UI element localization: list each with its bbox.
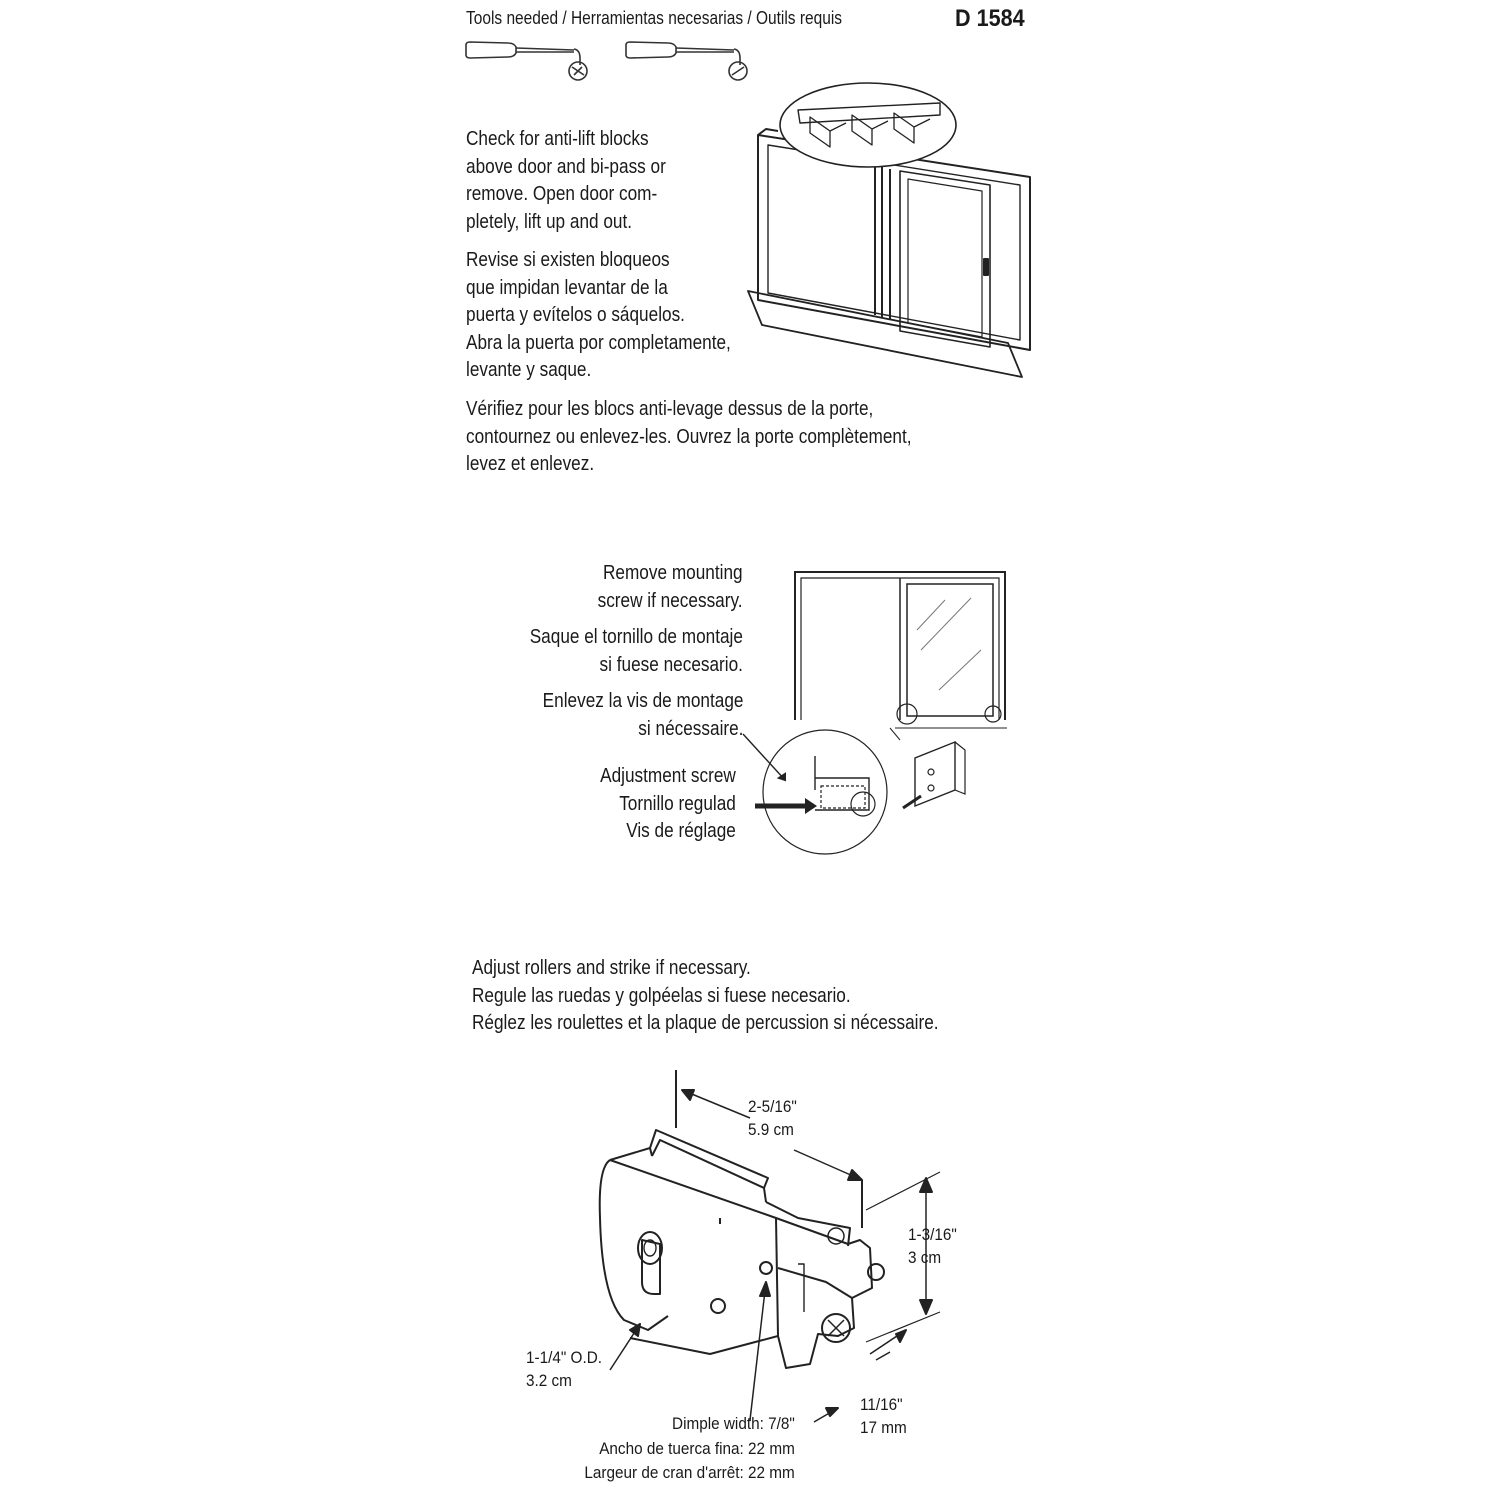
text-line: Largeur de cran d'arrêt: 22 mm <box>584 1463 795 1482</box>
text-line: Remove mounting <box>603 562 743 584</box>
text-line: above door and bi-pass or <box>466 155 666 178</box>
text-line: Réglez les roulettes et la plaque de per… <box>472 1012 939 1034</box>
adjustment-screw-label: Adjustment screw Tornillo regulad Vis de… <box>600 763 736 846</box>
text-line: que impidan levantar de la <box>466 276 668 299</box>
text-line: levante y saque. <box>466 359 592 381</box>
text-line: Adjust rollers and strike if necessary. <box>472 957 751 979</box>
text-line: levez et enlevez. <box>466 453 595 475</box>
text-line: 3 cm <box>908 1248 942 1267</box>
length-dimension-label: 2-5/16" 5.9 cm <box>748 1095 797 1141</box>
text-line: 2-5/16" <box>748 1097 797 1116</box>
text-line: Adjustment screw <box>600 765 736 787</box>
wheel-diameter-label: 1-1/4" O.D. 3.2 cm <box>526 1346 602 1392</box>
text-line: Vérifiez pour les blocs anti-levage dess… <box>466 398 874 420</box>
part-number: D 1584 <box>955 5 1025 32</box>
height-dimension-label: 1-3/16" 3 cm <box>908 1223 957 1269</box>
text-line: Check for anti-lift blocks <box>466 128 649 150</box>
step1-english: Check for anti-lift blocks above door an… <box>466 126 666 236</box>
text-line: Revise si existen bloqueos <box>466 249 670 271</box>
text-line: Vis de réglage <box>626 820 736 842</box>
text-line: Dimple width: 7/8" <box>672 1414 795 1433</box>
width-dimension-label: 11/16" 17 mm <box>860 1393 907 1439</box>
text-line: Saque el tornillo de montaje <box>529 626 743 648</box>
step2-spanish: Saque el tornillo de montaje si fuese ne… <box>530 624 743 679</box>
step2-english: Remove mounting screw if necessary. <box>598 560 743 615</box>
text-line: puerta y evítelos o sáquelos. <box>466 304 685 326</box>
text-line: 11/16" <box>860 1395 903 1414</box>
text-line: Ancho de tuerca fina: 22 mm <box>599 1438 795 1458</box>
text-line: 1-1/4" O.D. <box>526 1348 603 1367</box>
tools-needed-label: Tools needed / Herramientas necesarias /… <box>466 8 843 28</box>
phillips-screwdriver-icon <box>465 41 588 81</box>
text-line: Abra la puerta por completamente, <box>466 331 731 354</box>
text-line: 5.9 cm <box>748 1120 794 1139</box>
text-line: si nécessaire. <box>637 717 743 740</box>
roller-assembly-drawing <box>598 1070 941 1423</box>
step1-french: Vérifiez pour les blocs anti-levage dess… <box>466 396 912 479</box>
text-line: Regule las ruedas y golpéelas si fuese n… <box>472 984 851 1007</box>
flat-screwdriver-icon <box>625 41 748 81</box>
text-line: 1-3/16" <box>908 1225 957 1244</box>
door-adjustment-illustration <box>742 571 1007 855</box>
text-line: Tornillo regulad <box>619 792 736 815</box>
text-line: 3.2 cm <box>526 1371 572 1390</box>
step2-french: Enlevez la vis de montage si nécessaire. <box>542 688 743 743</box>
step1-spanish: Revise si existen bloqueos que impidan l… <box>466 247 731 385</box>
sliding-door-illustration <box>747 82 1031 378</box>
text-line: pletely, lift up and out. <box>466 210 633 233</box>
text-line: si fuese necesario. <box>599 653 743 676</box>
text-line: 17 mm <box>860 1418 907 1437</box>
dimple-width-label: Dimple width: 7/8" Ancho de tuerca fina:… <box>585 1412 795 1486</box>
text-line: remove. Open door com- <box>466 183 658 205</box>
step3-instructions: Adjust rollers and strike if necessary. … <box>472 955 939 1038</box>
text-line: contournez ou enlevez-les. Ouvrez la por… <box>466 425 912 448</box>
text-line: Enlevez la vis de montage <box>542 690 743 712</box>
text-line: screw if necessary. <box>598 589 743 612</box>
